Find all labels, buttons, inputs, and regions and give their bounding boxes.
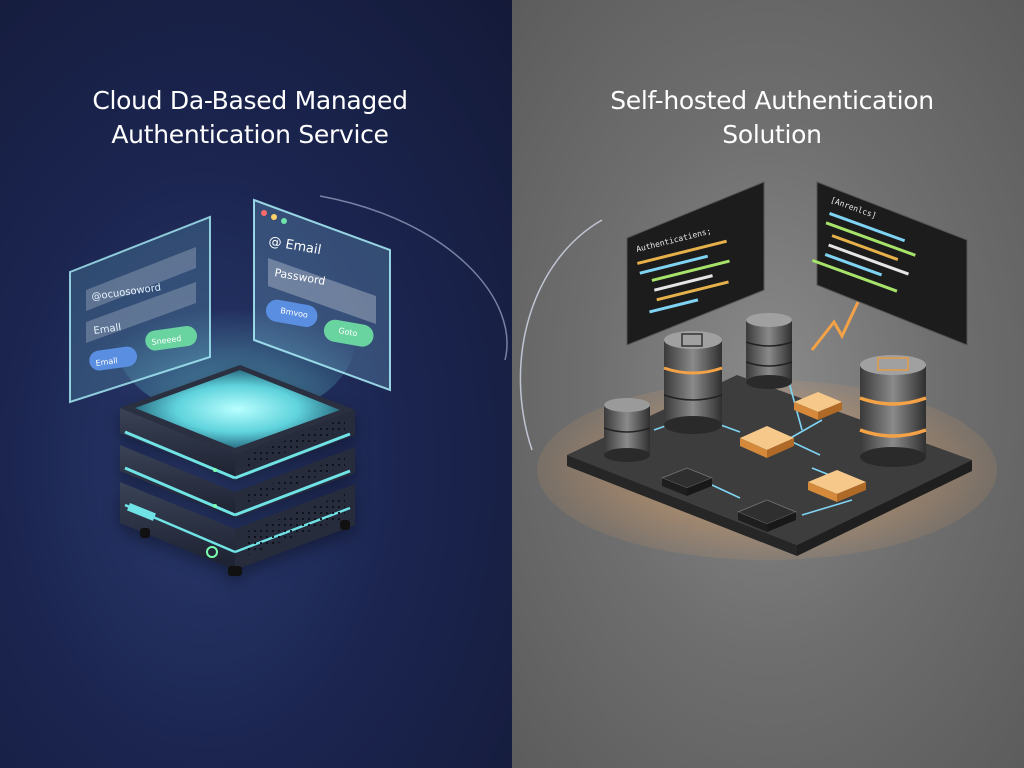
window-dot-green bbox=[281, 218, 287, 224]
cloud-title-line2: Authentication Service bbox=[111, 120, 389, 149]
back-card-button2-label: Sneeed bbox=[151, 334, 182, 347]
self-hosted-title-line2: Solution bbox=[722, 120, 822, 149]
window-dot-red bbox=[261, 210, 267, 216]
power-button-icon bbox=[206, 546, 218, 558]
qr-node bbox=[736, 499, 798, 532]
login-card-back: @ocuosoword Emall Emall Sneeed bbox=[69, 215, 211, 404]
cloud-server-icon bbox=[120, 365, 355, 576]
self-hosted-title: Self-hosted Authentication Solution bbox=[572, 84, 972, 152]
node-blocks bbox=[660, 392, 866, 532]
database-center bbox=[745, 313, 793, 389]
cloud-title-line1: Cloud Da-Based Managed bbox=[92, 86, 408, 115]
self-hosted-title-line1: Self-hosted Authentication bbox=[610, 86, 934, 115]
server-led-1 bbox=[213, 468, 217, 472]
database-main bbox=[663, 331, 723, 434]
code-panel-right: [Anrenlcs] bbox=[811, 181, 968, 346]
server-glow-top bbox=[135, 370, 340, 448]
front-card-button2-label: Goto bbox=[338, 326, 359, 338]
front-card-button2 bbox=[323, 319, 374, 347]
self-hosted-illustration: Authenticatiens; [Anrenlcs] bbox=[519, 181, 997, 560]
login-card-front: @ Email Password Bmvoo Goto bbox=[253, 198, 391, 392]
cloud-connection-arc bbox=[319, 195, 508, 361]
self-hosted-panel: Self-hosted Authentication Solution bbox=[512, 0, 1024, 768]
cloud-illustration: @ocuosoword Emall Emall Sneeed @ Email P… bbox=[69, 195, 508, 576]
key-node-1 bbox=[740, 426, 794, 458]
back-card-button2 bbox=[145, 326, 197, 351]
database-right bbox=[859, 355, 927, 467]
key-node-2 bbox=[794, 392, 842, 420]
back-card-field2: Emall bbox=[93, 322, 122, 337]
database-right-icon bbox=[877, 357, 909, 371]
cloud-panel: Cloud Da-Based Managed Authentication Se… bbox=[0, 0, 512, 768]
code-panel-left: Authenticatiens; bbox=[626, 181, 765, 346]
database-main-icon bbox=[681, 333, 703, 347]
front-card-button1 bbox=[265, 299, 318, 327]
zigzag-connector bbox=[810, 301, 860, 351]
window-dot-yellow bbox=[271, 214, 277, 220]
back-card-button1 bbox=[89, 346, 138, 371]
server-drive-slot bbox=[127, 503, 156, 521]
terminal-node bbox=[660, 467, 714, 496]
back-card-button1-label: Emall bbox=[95, 356, 118, 368]
cloud-title: Cloud Da-Based Managed Authentication Se… bbox=[40, 84, 460, 152]
database-small-left bbox=[603, 398, 651, 462]
light-beam bbox=[115, 260, 355, 420]
server-led-2 bbox=[213, 504, 217, 508]
key-node-3 bbox=[808, 470, 866, 502]
self-hosted-connection-arc bbox=[519, 219, 603, 451]
